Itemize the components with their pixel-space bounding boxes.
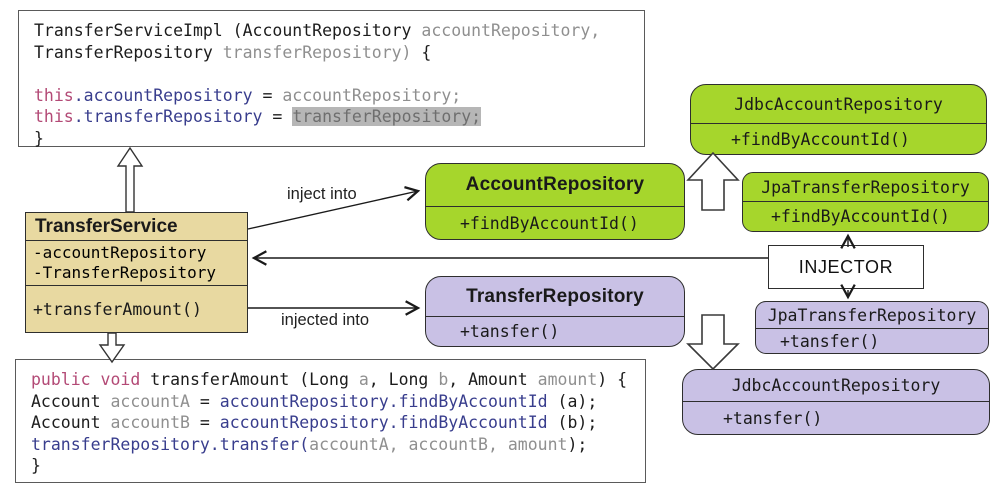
attribute: -accountRepository [33,243,207,262]
class-method: +findByAccountId() [743,201,988,231]
class-title: JdbcAccountRepository [734,94,943,114]
attribute: -TransferRepository [33,263,217,282]
class-box-transfer-service: TransferService -accountRepository -Tran… [25,212,248,333]
class-box-jpa-transfer-repository-injected: JpaTransferRepository +tansfer() [755,301,989,354]
code-link-arrow-down [98,332,126,364]
injected-into-label: injected into [281,311,370,329]
class-method: +tansfer() [683,401,989,434]
class-box-account-repository: AccountRepository +findByAccountId() [425,163,685,240]
class-title: TransferRepository [466,285,644,307]
class-box-transfer-repository: TransferRepository +tansfer() [425,276,685,347]
code-link-arrow-up [116,146,144,213]
class-title: JpaTransferRepository [761,177,970,197]
class-method: +transferAmount() [26,285,247,332]
class-box-jdbc-account-repository-injected: JdbcAccountRepository +tansfer() [682,369,990,435]
class-title: JpaTransferRepository [767,305,977,325]
implements-arrow-down [686,314,740,371]
class-method: +tansfer() [426,316,684,346]
injector-box: INJECTOR [768,245,924,289]
class-box-jdbc-account-repository-impl: JdbcAccountRepository +findByAccountId() [690,84,987,155]
class-method: +findByAccountId() [426,206,684,239]
class-method: +findByAccountId() [691,123,986,154]
class-title: TransferService [35,215,178,237]
class-box-jpa-transfer-repository-impl: JpaTransferRepository +findByAccountId() [742,172,989,232]
injector-label: INJECTOR [798,256,894,277]
transfer-method-code-box: public void transferAmount (Long a, Long… [15,359,646,483]
class-title: JdbcAccountRepository [731,376,941,395]
class-title: AccountRepository [465,174,645,195]
constructor-code-box: TransferServiceImpl (AccountRepository a… [18,10,645,148]
implements-arrow-up [686,151,740,211]
class-method: +tansfer() [756,328,988,353]
inject-into-label: inject into [287,185,357,203]
class-attributes: -accountRepository -TransferRepository [26,240,247,285]
